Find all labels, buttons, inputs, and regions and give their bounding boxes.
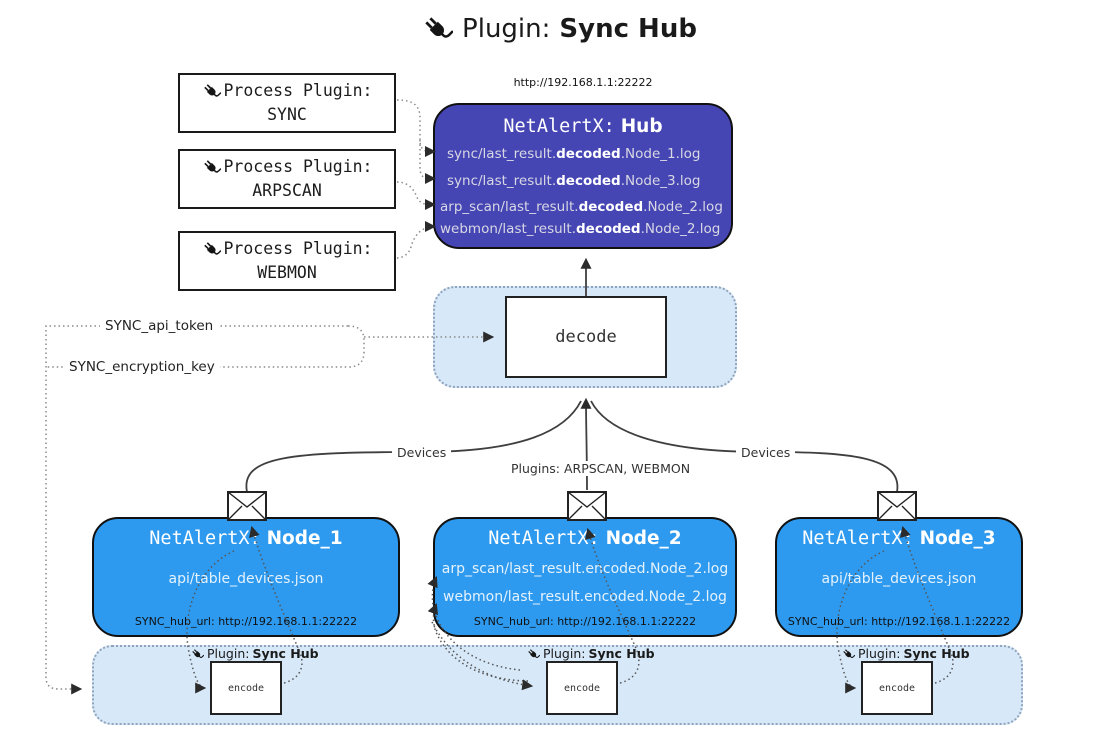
hub-title: NetAlertX: Hub	[435, 116, 731, 137]
encode-box: encode	[210, 661, 282, 715]
node-1-box: NetAlertX: Node_1 api/table_devices.json…	[92, 517, 400, 637]
encoder-label: Plugin: Sync Hub	[526, 646, 655, 661]
node-2-box: NetAlertX: Node_2 arp_scan/last_result.e…	[433, 517, 737, 637]
log-post: .Node_1.log	[620, 146, 701, 162]
edge-node2-to-decode	[580, 397, 592, 491]
edge-sync-to-hub1	[396, 99, 428, 152]
hub-title-name: Hub	[620, 116, 663, 137]
page-title-prefix: Plugin:	[462, 13, 551, 44]
edge-webmon-to-hub	[396, 227, 427, 259]
encoder-label-prefix: Plugin:	[207, 646, 250, 661]
node-title: NetAlertX: Node_2	[435, 528, 735, 549]
node-file: api/table_devices.json	[168, 571, 324, 587]
encoder-label-prefix: Plugin:	[858, 646, 901, 661]
plug-icon	[192, 648, 204, 658]
hub-title-prefix: NetAlertX:	[503, 116, 615, 137]
encode-label: encode	[227, 682, 265, 694]
hub-log-row: sync/last_result.decoded.Node_1.log	[447, 146, 700, 162]
node-3-box: NetAlertX: Node_3 api/table_devices.json…	[775, 517, 1023, 637]
encode-box: encode	[861, 661, 933, 715]
node-file: arp_scan/last_result.encoded.Node_2.log	[441, 561, 729, 577]
decode-box: decode	[505, 296, 667, 378]
log-post: .Node_2.log	[643, 199, 723, 215]
sync-encryption-key-label: SYNC_encryption_key	[64, 359, 220, 375]
plug-icon	[425, 17, 454, 38]
node-title-name: Node_1	[266, 528, 343, 549]
encoder-label-name: Sync Hub	[588, 646, 655, 661]
log-pre: sync/last_result.	[447, 146, 557, 162]
encode-label: encode	[563, 682, 601, 694]
encode-label: encode	[878, 682, 916, 694]
node-title-name: Node_3	[919, 528, 996, 549]
node-file: api/table_devices.json	[821, 571, 977, 587]
process-plugin-name: ARPSCAN	[252, 181, 322, 200]
edge-arpscan-to-hub	[396, 181, 427, 205]
plug-icon	[204, 242, 222, 255]
log-bold: decoded	[556, 173, 621, 189]
process-plugin-label: Process Plugin:	[223, 157, 373, 177]
process-plugin-label: Process Plugin:	[223, 81, 373, 101]
node-hub-url: SYNC_hub_url: http://192.168.1.1:22222	[134, 615, 358, 628]
edge-sync-to-hub2	[419, 140, 428, 179]
plug-icon	[528, 648, 540, 658]
encode-box: encode	[546, 661, 618, 715]
log-post: .Node_3.log	[620, 173, 701, 189]
node-title-prefix: NetAlertX:	[149, 528, 261, 549]
log-pre: arp_scan/last_result.	[440, 199, 579, 215]
hub-url: http://192.168.1.1:22222	[513, 76, 653, 89]
envelope-icon	[877, 491, 917, 521]
edge-label-plugins: Plugins: ARPSCAN, WEBMON	[506, 461, 696, 476]
encoder-label: Plugin: Sync Hub	[841, 646, 970, 661]
log-pre: webmon/last_result.	[440, 221, 577, 237]
encoder-label: Plugin: Sync Hub	[190, 646, 319, 661]
node-title-name: Node_2	[605, 528, 682, 549]
log-bold: decoded	[556, 146, 621, 162]
edge-label-devices-right: Devices	[736, 445, 796, 460]
node-hub-url: SYNC_hub_url: http://192.168.1.1:22222	[473, 615, 697, 628]
hub-box: NetAlertX: Hub sync/last_result.decoded.…	[433, 103, 733, 249]
log-pre: sync/last_result.	[447, 173, 557, 189]
plug-icon	[204, 84, 222, 97]
envelope-icon	[227, 491, 267, 521]
plug-icon	[843, 648, 855, 658]
encoder-label-name: Sync Hub	[252, 646, 319, 661]
log-post: .Node_2.log	[640, 221, 721, 237]
page-title: Plugin: Sync Hub	[0, 12, 1117, 45]
log-bold: decoded	[578, 199, 644, 215]
node-hub-url: SYNC_hub_url: http://192.168.1.1:22222	[787, 615, 1011, 628]
encoder-label-prefix: Plugin:	[543, 646, 586, 661]
edge-label-devices-left: Devices	[392, 445, 452, 460]
node-file: webmon/last_result.encoded.Node_2.log	[443, 589, 727, 605]
page-title-name: Sync Hub	[559, 13, 697, 44]
hub-log-row: sync/last_result.decoded.Node_3.log	[447, 173, 700, 189]
hub-log-row: webmon/last_result.decoded.Node_2.log	[440, 221, 720, 237]
process-plugin-name: WEBMON	[257, 263, 317, 282]
sync-api-token-label: SYNC_api_token	[100, 318, 219, 334]
process-plugin-arpscan: Process Plugin: ARPSCAN	[178, 149, 396, 209]
log-bold: decoded	[576, 221, 641, 237]
process-plugin-name: SYNC	[267, 105, 307, 124]
node-title: NetAlertX: Node_1	[94, 528, 398, 549]
encoder-label-name: Sync Hub	[903, 646, 970, 661]
process-plugin-sync: Process Plugin: SYNC	[178, 73, 396, 133]
node-title: NetAlertX: Node_3	[777, 528, 1021, 549]
hub-log-row: arp_scan/last_result.decoded.Node_2.log	[440, 199, 723, 215]
node-title-prefix: NetAlertX:	[802, 528, 914, 549]
plug-icon	[204, 160, 222, 173]
envelope-icon	[567, 491, 607, 521]
process-plugin-webmon: Process Plugin: WEBMON	[178, 231, 396, 291]
node-title-prefix: NetAlertX:	[488, 528, 600, 549]
process-plugin-label: Process Plugin:	[223, 239, 373, 259]
decode-label: decode	[555, 327, 617, 347]
